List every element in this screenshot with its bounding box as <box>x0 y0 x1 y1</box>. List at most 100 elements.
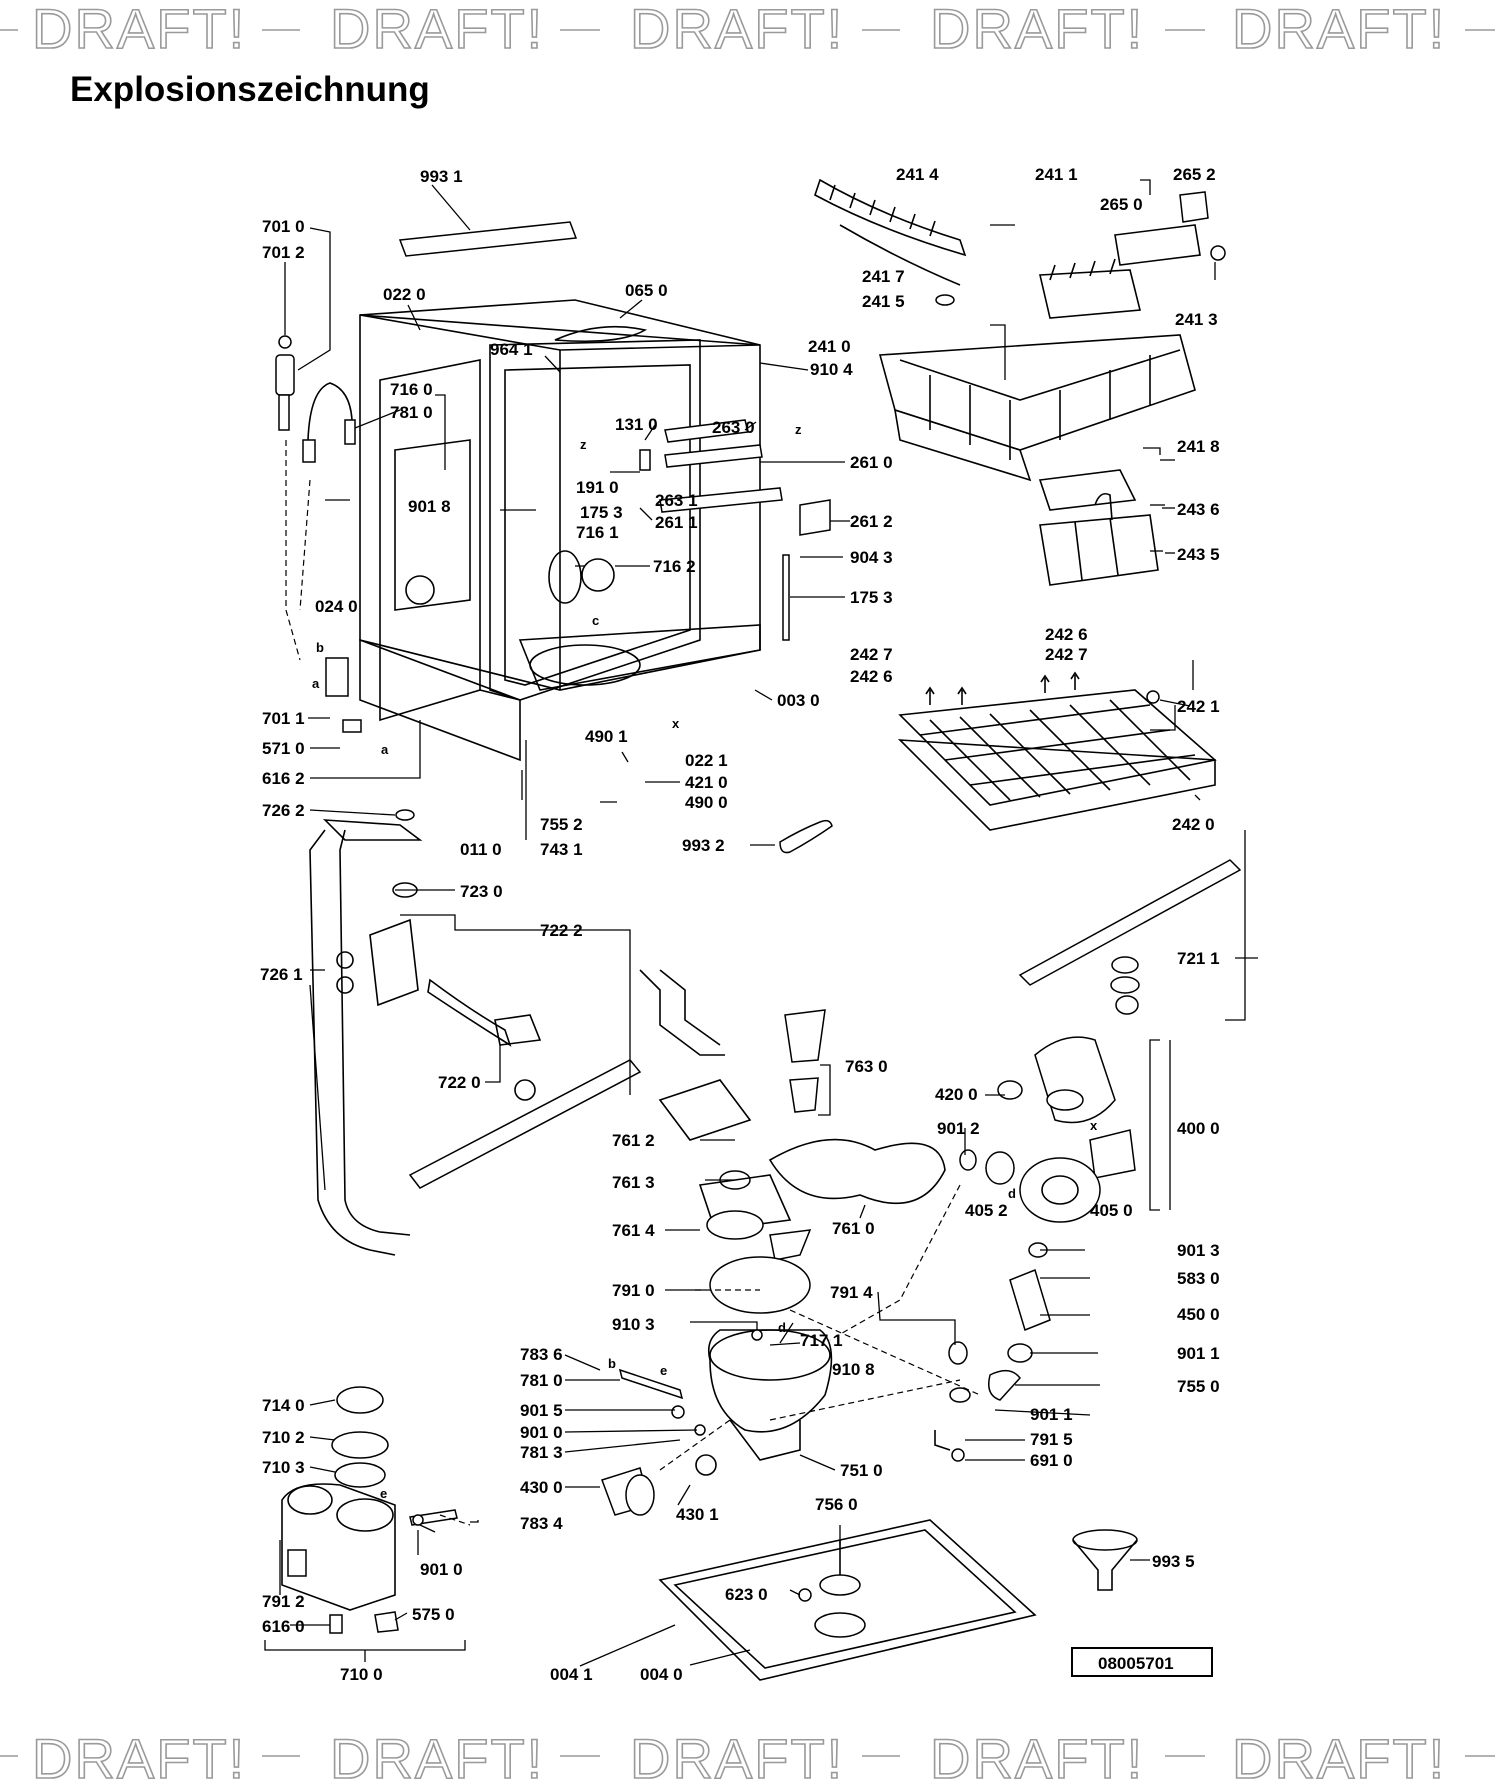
label-405-2: 405 2 <box>965 1201 1008 1220</box>
label-763-0: 763 0 <box>845 1057 888 1076</box>
label-783-6: 783 6 <box>520 1345 563 1364</box>
letter-d: d <box>1008 1186 1016 1201</box>
label-993-1: 993 1 <box>420 167 463 186</box>
reference-number: 08005701 <box>1098 1654 1174 1673</box>
label-714-0: 714 0 <box>262 1396 305 1415</box>
label-901-0-b: 901 0 <box>420 1560 463 1579</box>
label-623-0: 623 0 <box>725 1585 768 1604</box>
label-243-5: 243 5 <box>1177 545 1220 564</box>
upper-rack <box>814 178 1226 482</box>
label-616-2: 616 2 <box>262 769 305 788</box>
label-265-0: 265 0 <box>1100 195 1143 214</box>
watermark-text: DRAFT! <box>32 0 246 60</box>
label-065-0: 065 0 <box>625 281 668 300</box>
label-405-0: 405 0 <box>1090 1201 1133 1220</box>
label-716-0: 716 0 <box>390 380 433 399</box>
label-781-3: 781 3 <box>520 1443 563 1462</box>
label-751-0: 751 0 <box>840 1461 883 1480</box>
label-781-0-b: 781 0 <box>520 1371 563 1390</box>
label-571-0: 571 0 <box>262 739 305 758</box>
watermark-text: DRAFT! <box>1232 1727 1446 1786</box>
label-901-5: 901 5 <box>520 1401 563 1420</box>
letter-x: x <box>672 716 680 731</box>
label-710-2: 710 2 <box>262 1428 305 1447</box>
draft-watermark-bottom: DRAFT! DRAFT! DRAFT! DRAFT! DRAFT! <box>0 1726 1495 1786</box>
label-242-1: 242 1 <box>1177 697 1220 716</box>
letter-z: z <box>580 437 587 452</box>
label-721-1: 721 1 <box>1177 949 1220 968</box>
label-901-3: 901 3 <box>1177 1241 1220 1260</box>
draft-watermark-top: DRAFT! DRAFT! DRAFT! DRAFT! DRAFT! <box>0 0 1495 60</box>
label-904-3: 904 3 <box>850 548 893 567</box>
watermark-text: DRAFT! <box>1232 0 1446 60</box>
page-title: Explosionszeichnung <box>70 70 430 109</box>
label-616-0: 616 0 <box>262 1617 305 1636</box>
label-242-7-a: 242 7 <box>1045 645 1088 664</box>
label-761-3: 761 3 <box>612 1173 655 1192</box>
reference-letters: z z c x b a a d d b e x e <box>312 422 1098 1501</box>
label-400-0: 400 0 <box>1177 1119 1220 1138</box>
label-791-2: 791 2 <box>262 1592 305 1611</box>
label-241-7: 241 7 <box>862 267 905 286</box>
letter-d: d <box>778 1320 786 1335</box>
label-726-2: 726 2 <box>262 801 305 820</box>
letter-e: e <box>380 1486 387 1501</box>
reference-number-box <box>1071 1647 1213 1677</box>
drain-pump <box>601 1454 717 1516</box>
label-175-3-b: 175 3 <box>850 588 893 607</box>
label-242-0: 242 0 <box>1172 815 1215 834</box>
label-723-0: 723 0 <box>460 882 503 901</box>
leader-lines <box>264 179 1258 1667</box>
watermark-text: DRAFT! <box>330 0 544 60</box>
circulation-pump <box>959 1036 1136 1223</box>
label-716-1: 716 1 <box>576 523 619 542</box>
label-710-3: 710 3 <box>262 1458 305 1477</box>
upper-spray-arm <box>1018 859 1242 1015</box>
label-791-4: 791 4 <box>830 1283 873 1302</box>
label-901-1-b: 901 1 <box>1030 1405 1073 1424</box>
label-583-0: 583 0 <box>1177 1269 1220 1288</box>
label-261-0: 261 0 <box>850 453 893 472</box>
label-490-0: 490 0 <box>685 793 728 812</box>
label-243-6: 243 6 <box>1177 500 1220 519</box>
label-993-5: 993 5 <box>1152 1552 1195 1571</box>
label-755-2: 755 2 <box>540 815 583 834</box>
watermark-text: DRAFT! <box>630 0 844 60</box>
label-024-0: 024 0 <box>315 597 358 616</box>
letter-b: b <box>316 640 324 655</box>
label-755-0: 755 0 <box>1177 1377 1220 1396</box>
label-011-0: 011 0 <box>460 840 502 859</box>
label-004-1: 004 1 <box>550 1665 593 1684</box>
letter-e: e <box>660 1363 667 1378</box>
label-701-2: 701 2 <box>262 243 305 262</box>
label-022-0: 022 0 <box>383 285 426 304</box>
label-993-2: 993 2 <box>682 836 725 855</box>
label-710-0: 710 0 <box>340 1665 383 1684</box>
label-701-0: 701 0 <box>262 217 305 236</box>
part-993-1 <box>398 221 578 257</box>
sump-assembly <box>618 1256 833 1461</box>
letter-a: a <box>381 742 389 757</box>
rails-261-263 <box>639 419 831 641</box>
label-241-3: 241 3 <box>1175 310 1218 329</box>
filter-system <box>698 1009 946 1261</box>
part-701-group <box>275 335 362 733</box>
label-761-2: 761 2 <box>612 1131 655 1150</box>
label-265-2: 265 2 <box>1173 165 1216 184</box>
label-791-5: 791 5 <box>1030 1430 1073 1449</box>
label-263-0: 263 0 <box>712 418 755 437</box>
label-783-4: 783 4 <box>520 1514 563 1533</box>
label-191-0: 191 0 <box>576 478 619 497</box>
label-901-1-a: 901 1 <box>1177 1344 1220 1363</box>
label-761-4: 761 4 <box>612 1221 655 1240</box>
label-901-2: 901 2 <box>937 1119 980 1138</box>
label-716-2: 716 2 <box>653 557 696 576</box>
label-175-3: 175 3 <box>580 503 623 522</box>
part-labels: 993 1 701 0 701 2 022 0 065 0 964 1 910 … <box>260 165 1220 1684</box>
label-964-1: 964 1 <box>490 340 533 359</box>
label-242-6-b: 242 6 <box>850 667 893 686</box>
label-743-1: 743 1 <box>540 840 583 859</box>
letter-a: a <box>312 676 320 691</box>
label-430-1: 430 1 <box>676 1505 719 1524</box>
